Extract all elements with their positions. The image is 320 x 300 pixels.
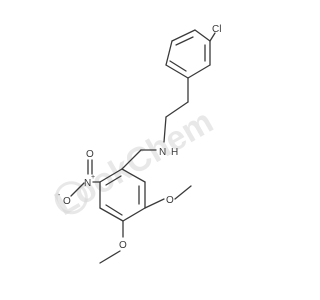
bond <box>163 116 167 143</box>
bond <box>99 207 124 222</box>
chlorine-label: Cl <box>212 24 221 35</box>
bond <box>99 168 123 183</box>
bond <box>165 40 173 66</box>
aromatic-bond <box>105 204 123 216</box>
methoxy-o-lower-label: O <box>119 240 127 251</box>
nitro-o-double-label: O <box>86 149 94 160</box>
aromatic-bond <box>175 36 194 46</box>
watermark-text: LookChem <box>48 102 219 223</box>
aromatic-bond <box>105 175 122 186</box>
watermark-logo-ring <box>54 181 88 215</box>
bond <box>122 207 146 222</box>
bond <box>121 149 142 170</box>
watermark: LookChem <box>48 102 219 223</box>
bond <box>165 64 189 79</box>
o-ch3-bond <box>99 250 121 264</box>
c-cl-bond <box>209 32 216 42</box>
bond <box>121 168 146 183</box>
amine-h-label: H <box>171 147 178 158</box>
chlorophenyl-ring <box>165 29 211 79</box>
methoxy-o-upper-label: O <box>166 195 174 206</box>
n-o-single-bond <box>70 182 85 197</box>
nitrophenyl-ring <box>99 168 146 222</box>
bond <box>171 29 196 42</box>
nitro-minus-charge: - <box>58 192 61 199</box>
amine-n-label: N <box>159 147 166 158</box>
aromatic-bond <box>169 60 187 72</box>
nitro-n-label: N <box>84 178 91 189</box>
bond <box>194 29 211 42</box>
nitro-plus-charge: + <box>91 174 95 181</box>
chemical-structure-diagram: LookChem Cl N H N + O O - <box>48 24 221 264</box>
bond <box>165 101 189 118</box>
bond <box>187 64 211 79</box>
nitro-o-single-label: O <box>63 196 71 207</box>
o-ch3-bond <box>174 185 192 200</box>
c-o-bond <box>144 198 165 209</box>
